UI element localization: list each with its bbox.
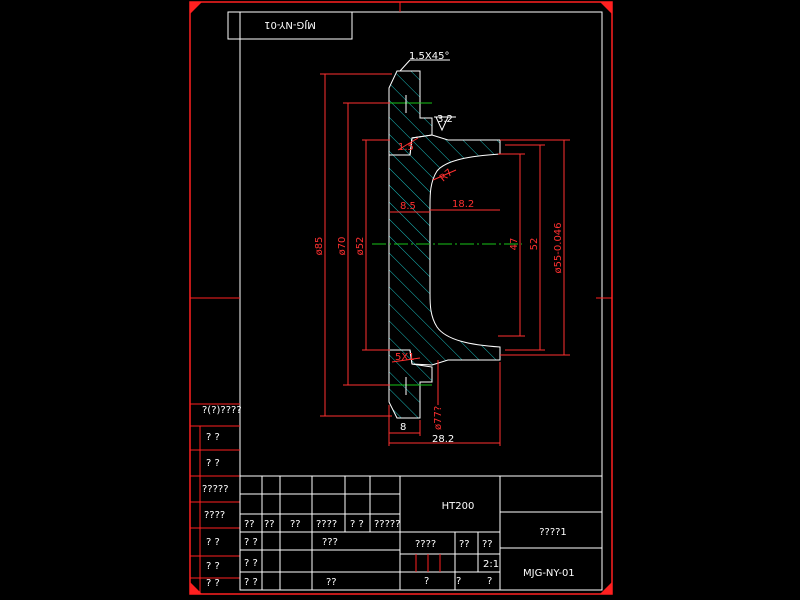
corner-mark-tr	[600, 2, 612, 14]
flipped-drawing-code: MJG-NY-01	[264, 19, 316, 30]
part-name: ????1	[539, 527, 567, 538]
left-col-6: ? ?	[206, 561, 220, 572]
dim-d77: ø77?	[433, 406, 444, 430]
tb-bottom-1: ?	[456, 576, 461, 587]
tb-label-3: ????	[316, 519, 337, 530]
tb-bottom-2: ?	[487, 576, 492, 587]
tb-label-2: ??	[290, 519, 301, 530]
drawing-code: MJG-NY-01	[523, 568, 575, 579]
dim-chamfer: 1.5X45°	[409, 51, 449, 62]
dim-r7: R7	[438, 167, 455, 184]
dim-52: 52	[529, 238, 540, 251]
left-col-1: ? ?	[206, 432, 220, 443]
tb-label-1: ??	[264, 519, 275, 530]
left-col-4: ????	[204, 510, 225, 521]
tb-sub-1: ??	[459, 539, 470, 550]
tb-row2-0: ? ?	[244, 537, 258, 548]
tb-label-5: ?????	[374, 519, 401, 530]
tb-row4-0: ? ?	[244, 577, 258, 588]
dim-d52: ø52	[355, 237, 366, 256]
left-col-3: ?????	[202, 484, 229, 495]
tb-sub-2: ??	[482, 539, 493, 550]
tb-label-4: ? ?	[350, 519, 364, 530]
tb-bottom-0: ?	[424, 576, 429, 587]
tb-row4-1: ??	[326, 577, 337, 588]
dim-47: 47	[509, 238, 520, 251]
dim-8-5: 8.5	[400, 201, 416, 212]
left-col-7: ? ?	[206, 578, 220, 589]
left-col-0: ?(?)????	[202, 405, 242, 416]
left-col-2: ? ?	[206, 458, 220, 469]
material-label: HT200	[442, 501, 475, 512]
tb-row3-0: ? ?	[244, 558, 258, 569]
dim-d85: ø85	[314, 237, 325, 256]
dim-groove: 5X1	[395, 352, 415, 363]
corner-mark-bl	[190, 582, 202, 594]
corner-mark-br	[600, 582, 612, 594]
scale-value: 2:1	[483, 559, 499, 570]
dim-1-5: 1.5	[398, 142, 414, 153]
tb-label-0: ??	[244, 519, 255, 530]
tb-sub-0: ????	[415, 539, 436, 550]
dim-28-2: 28.2	[432, 434, 454, 445]
cup-body	[388, 134, 501, 366]
corner-mark-tl	[190, 2, 202, 14]
dim-d55: ø55-0.046	[553, 222, 564, 273]
tb-row2-1: ???	[322, 537, 338, 548]
code-box	[227, 11, 353, 40]
dim-roughness: 3.2	[437, 114, 453, 125]
dim-8: 8	[400, 422, 406, 433]
left-col-5: ? ?	[206, 537, 220, 548]
dim-18-2: 18.2	[452, 199, 474, 210]
dim-d70: ø70	[337, 237, 348, 256]
